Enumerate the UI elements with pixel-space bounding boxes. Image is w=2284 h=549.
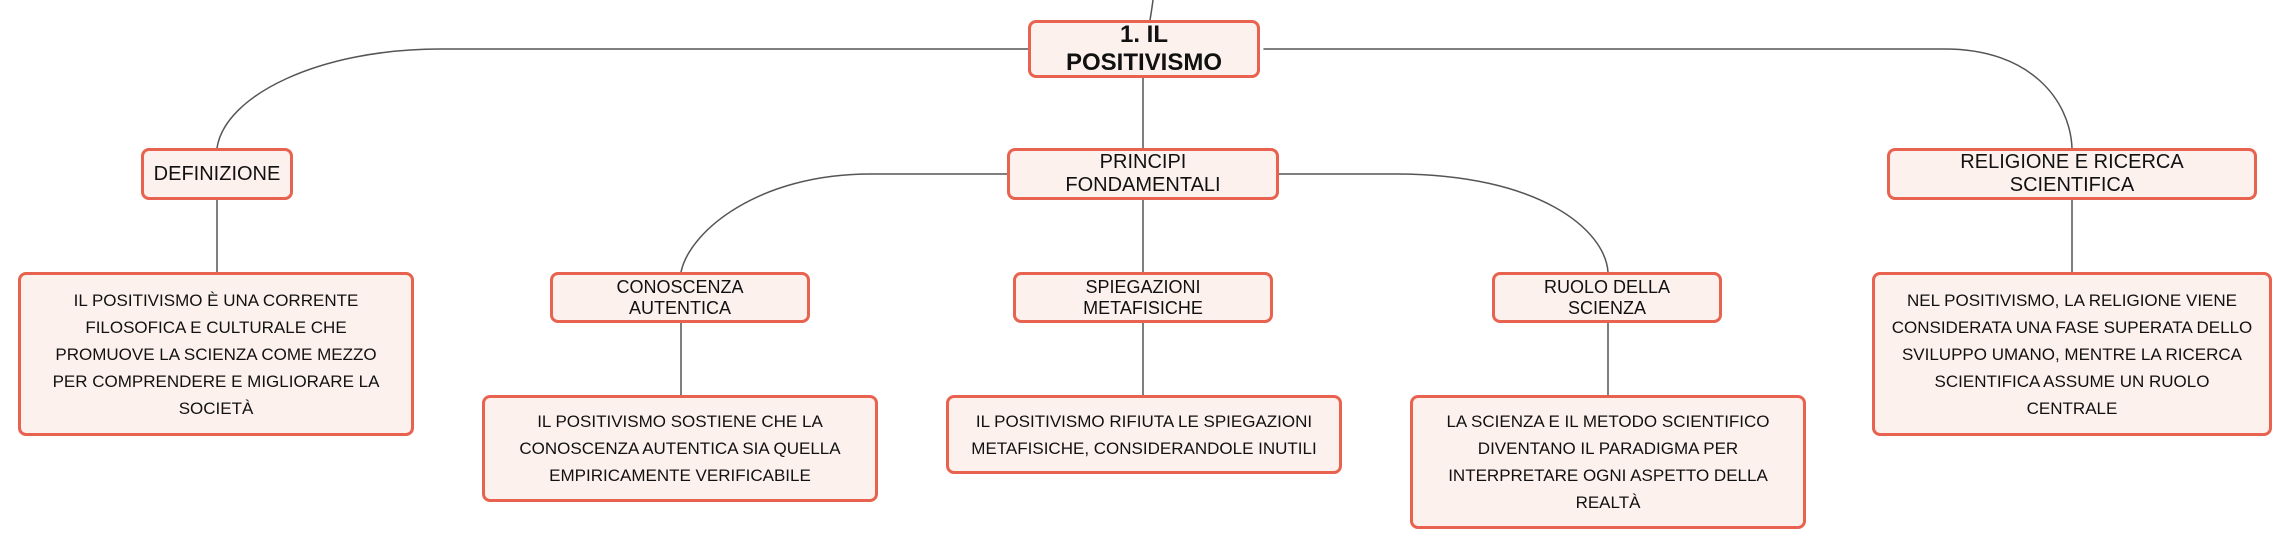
subtopic-ruolo-label: RUOLO DELLA SCIENZA [1543,276,1671,318]
connector-root-parent [1149,0,1154,21]
subtopic-spiegazioni-metafisiche[interactable]: SPIEGAZIONI METAFISICHE [1013,272,1273,323]
detail-definizione[interactable]: IL POSITIVISMO È UNA CORRENTE FILOSOFICA… [18,272,414,436]
topic-principi-label: PRINCIPI FONDAMENTALI [1065,151,1221,196]
connector-principi-ruolo [1276,173,1609,273]
topic-principi-fondamentali[interactable]: PRINCIPI FONDAMENTALI [1007,148,1279,200]
root-node[interactable]: 1. IL POSITIVISMO [1028,20,1260,78]
connector-root-religione [1263,48,2073,149]
topic-religione-label: RELIGIONE E RICERCA SCIENTIFICA [1960,151,2184,196]
detail-spiegazioni[interactable]: IL POSITIVISMO RIFIUTA LE SPIEGAZIONI ME… [946,395,1342,474]
connector-principi-conoscenza [680,173,1011,273]
detail-ruolo-text: LA SCIENZA E IL METODO SCIENTIFICO DIVEN… [1446,412,1770,512]
detail-religione[interactable]: NEL POSITIVISMO, LA RELIGIONE VIENE CONS… [1872,272,2272,436]
detail-spiegazioni-text: IL POSITIVISMO RIFIUTA LE SPIEGAZIONI ME… [971,411,1317,458]
root-label: 1. IL POSITIVISMO [1065,21,1223,76]
topic-definizione[interactable]: DEFINIZIONE [141,148,293,200]
subtopic-ruolo-scienza[interactable]: RUOLO DELLA SCIENZA [1492,272,1722,323]
subtopic-spiegazioni-label: SPIEGAZIONI METAFISICHE [1083,276,1203,318]
subtopic-conoscenza-autentica[interactable]: CONOSCENZA AUTENTICA [550,272,810,323]
connector-root-definizione [216,48,1033,149]
topic-religione-ricerca[interactable]: RELIGIONE E RICERCA SCIENTIFICA [1887,148,2257,200]
detail-conoscenza[interactable]: IL POSITIVISMO SOSTIENE CHE LA CONOSCENZ… [482,395,878,502]
subtopic-conoscenza-label: CONOSCENZA AUTENTICA [616,276,744,318]
detail-ruolo[interactable]: LA SCIENZA E IL METODO SCIENTIFICO DIVEN… [1410,395,1806,529]
detail-definizione-text: IL POSITIVISMO È UNA CORRENTE FILOSOFICA… [52,290,380,418]
topic-definizione-label: DEFINIZIONE [153,162,281,185]
detail-religione-text: NEL POSITIVISMO, LA RELIGIONE VIENE CONS… [1891,290,2253,418]
detail-conoscenza-text: IL POSITIVISMO SOSTIENE CHE LA CONOSCENZ… [519,412,841,485]
